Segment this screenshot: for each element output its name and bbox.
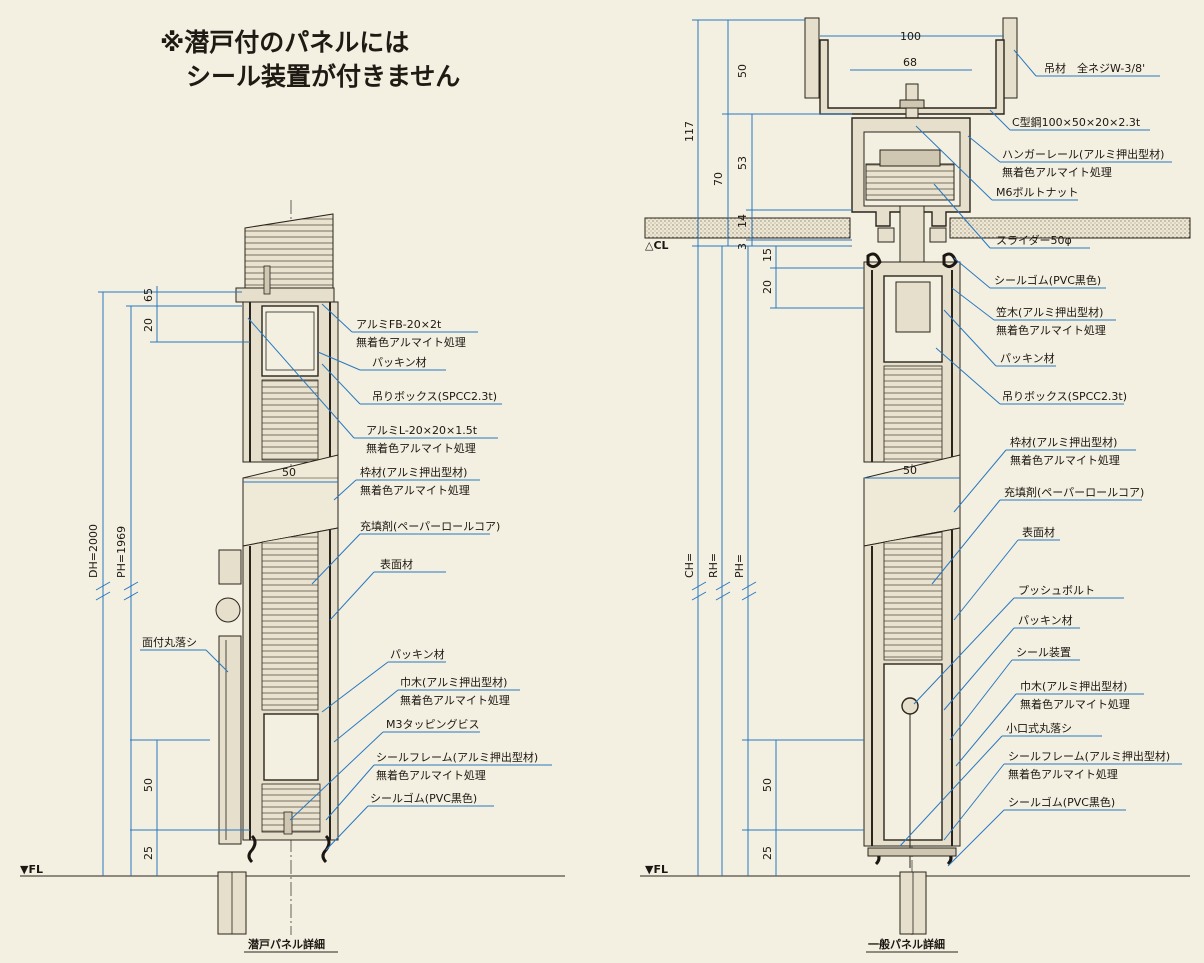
- left-label-8: 充填剤(ペーパーロールコア): [360, 519, 500, 533]
- right-label-6: シールゴム(PVC黒色): [994, 273, 1101, 287]
- left-leaders: [140, 303, 552, 851]
- left-label-10: 面付丸落シ: [142, 636, 197, 649]
- dim-width-68: 68: [903, 56, 917, 69]
- dim-25: 25: [142, 846, 155, 860]
- right-label-15: プッシュボルト: [1018, 584, 1095, 597]
- right-label-9: パッキン材: [1000, 351, 1055, 365]
- right-label-0: 吊材 全ネジW-3/8': [1044, 61, 1145, 75]
- dim-14: 14: [736, 214, 749, 228]
- right-fl-mark: ▼FL: [645, 863, 668, 876]
- dim-dh: DH=2000: [87, 524, 100, 578]
- left-label-5: 無着色アルマイト処理: [366, 441, 476, 455]
- right-panel-lower: [863, 527, 961, 935]
- dim-15: 15: [761, 248, 774, 262]
- right-leaders: [899, 49, 1182, 867]
- right-label-10: 吊りボックス(SPCC2.3t): [1002, 390, 1127, 403]
- dim-3: 3: [736, 243, 749, 250]
- left-label-9: 表面材: [380, 557, 413, 571]
- left-panel-detail: 65 20 DH=2000 PH=1969 50 50 25 ▼FL: [20, 200, 565, 953]
- dim-ph: PH=: [733, 554, 746, 578]
- right-label-13: 充填剤(ペーパーロールコア): [1004, 485, 1144, 499]
- ceiling-left: [644, 217, 851, 239]
- note-line-1: ※潜戸付のパネルには: [160, 28, 410, 57]
- left-label-17: シールゴム(PVC黒色): [370, 791, 477, 805]
- left-label-16: 無着色アルマイト処理: [376, 768, 486, 782]
- left-label-2: パッキン材: [372, 355, 427, 369]
- left-labels: アルミFB-20×2t 無着色アルマイト処理 パッキン材 吊りボックス(SPCC…: [142, 318, 538, 805]
- hanging-rod-left: [804, 17, 820, 99]
- dim-20: 20: [761, 280, 774, 294]
- left-panel-lower: [217, 527, 339, 935]
- left-dimensions: [95, 286, 338, 876]
- right-dimensions: [691, 19, 864, 876]
- flush-bolt: [215, 549, 242, 845]
- right-label-11: 枠材(アルミ押出型材): [1010, 435, 1117, 449]
- ceiling-right: [949, 217, 1191, 239]
- right-label-18: 巾木(アルミ押出型材): [1020, 679, 1127, 693]
- right-label-2: ハンガーレール(アルミ押出型材): [1002, 147, 1164, 161]
- right-label-3: 無着色アルマイト処理: [1002, 165, 1112, 179]
- c-channel: [819, 39, 1005, 115]
- left-label-11: パッキン材: [390, 647, 445, 661]
- right-label-17: シール装置: [1016, 646, 1071, 659]
- left-label-3: 吊りボックス(SPCC2.3t): [372, 390, 497, 403]
- dim-53: 53: [736, 156, 749, 170]
- dim-25: 25: [761, 846, 774, 860]
- right-label-5: スライダー50φ: [996, 233, 1072, 247]
- right-dimension-texts: 50 117 70 53 14 3 15 20 100 68 50 CH= RH…: [683, 30, 921, 860]
- right-panel-detail: 50 117 70 53 14 3 15 20 100 68 50 CH= RH…: [640, 17, 1191, 953]
- left-label-14: M3タッピングビス: [386, 717, 480, 731]
- dim-width-50: 50: [903, 464, 917, 477]
- right-label-16: パッキン材: [1018, 613, 1073, 627]
- dim-117: 117: [683, 121, 696, 142]
- right-label-19: 無着色アルマイト処理: [1020, 697, 1130, 711]
- right-panel-upper: [863, 252, 961, 463]
- left-label-13: 無着色アルマイト処理: [400, 693, 510, 707]
- hanging-rod-right: [1002, 17, 1018, 99]
- left-caption: 潜戸パネル詳細: [248, 937, 325, 951]
- right-label-22: 無着色アルマイト処理: [1008, 767, 1118, 781]
- right-caption: 一般パネル詳細: [868, 937, 945, 951]
- dim-50-top: 50: [736, 64, 749, 78]
- left-panel-upper: [235, 213, 339, 463]
- right-label-7: 笠木(アルミ押出型材): [996, 305, 1103, 319]
- dim-50-bottom: 50: [761, 778, 774, 792]
- dim-50: 50: [142, 778, 155, 792]
- dim-width-100: 100: [900, 30, 921, 43]
- dim-rh: RH=: [707, 553, 720, 578]
- right-label-21: シールフレーム(アルミ押出型材): [1008, 749, 1170, 763]
- left-label-15: シールフレーム(アルミ押出型材): [376, 750, 538, 764]
- right-label-14: 表面材: [1022, 525, 1055, 539]
- right-label-23: シールゴム(PVC黒色): [1008, 795, 1115, 809]
- dim-ch: CH=: [683, 553, 696, 578]
- left-label-0: アルミFB-20×2t: [356, 318, 442, 331]
- left-label-12: 巾木(アルミ押出型材): [400, 675, 507, 689]
- left-dimension-texts: 65 20 DH=2000 PH=1969 50 50 25: [87, 288, 296, 860]
- right-label-1: C型鋼100×50×20×2.3t: [1012, 115, 1141, 129]
- right-label-8: 無着色アルマイト処理: [996, 323, 1106, 337]
- left-label-1: 無着色アルマイト処理: [356, 335, 466, 349]
- note: ※潜戸付のパネルには シール装置が付きません: [160, 26, 460, 94]
- note-line-2: シール装置が付きません: [186, 62, 461, 91]
- left-label-6: 枠材(アルミ押出型材): [360, 465, 467, 479]
- cl-mark: △CL: [645, 239, 669, 252]
- right-labels: 吊材 全ネジW-3/8' C型鋼100×50×20×2.3t ハンガーレール(ア…: [994, 61, 1170, 809]
- dim-65: 65: [142, 288, 155, 302]
- dim-20: 20: [142, 318, 155, 332]
- dim-width-50: 50: [282, 466, 296, 479]
- dim-ph: PH=1969: [115, 526, 128, 578]
- right-label-4: M6ボルトナット: [996, 186, 1079, 199]
- left-label-4: アルミL-20×20×1.5t: [366, 424, 478, 437]
- dim-70: 70: [712, 172, 725, 186]
- left-fl-mark: ▼FL: [20, 863, 43, 876]
- right-label-12: 無着色アルマイト処理: [1010, 453, 1120, 467]
- right-label-20: 小口式丸落シ: [1006, 722, 1072, 735]
- left-label-7: 無着色アルマイト処理: [360, 483, 470, 497]
